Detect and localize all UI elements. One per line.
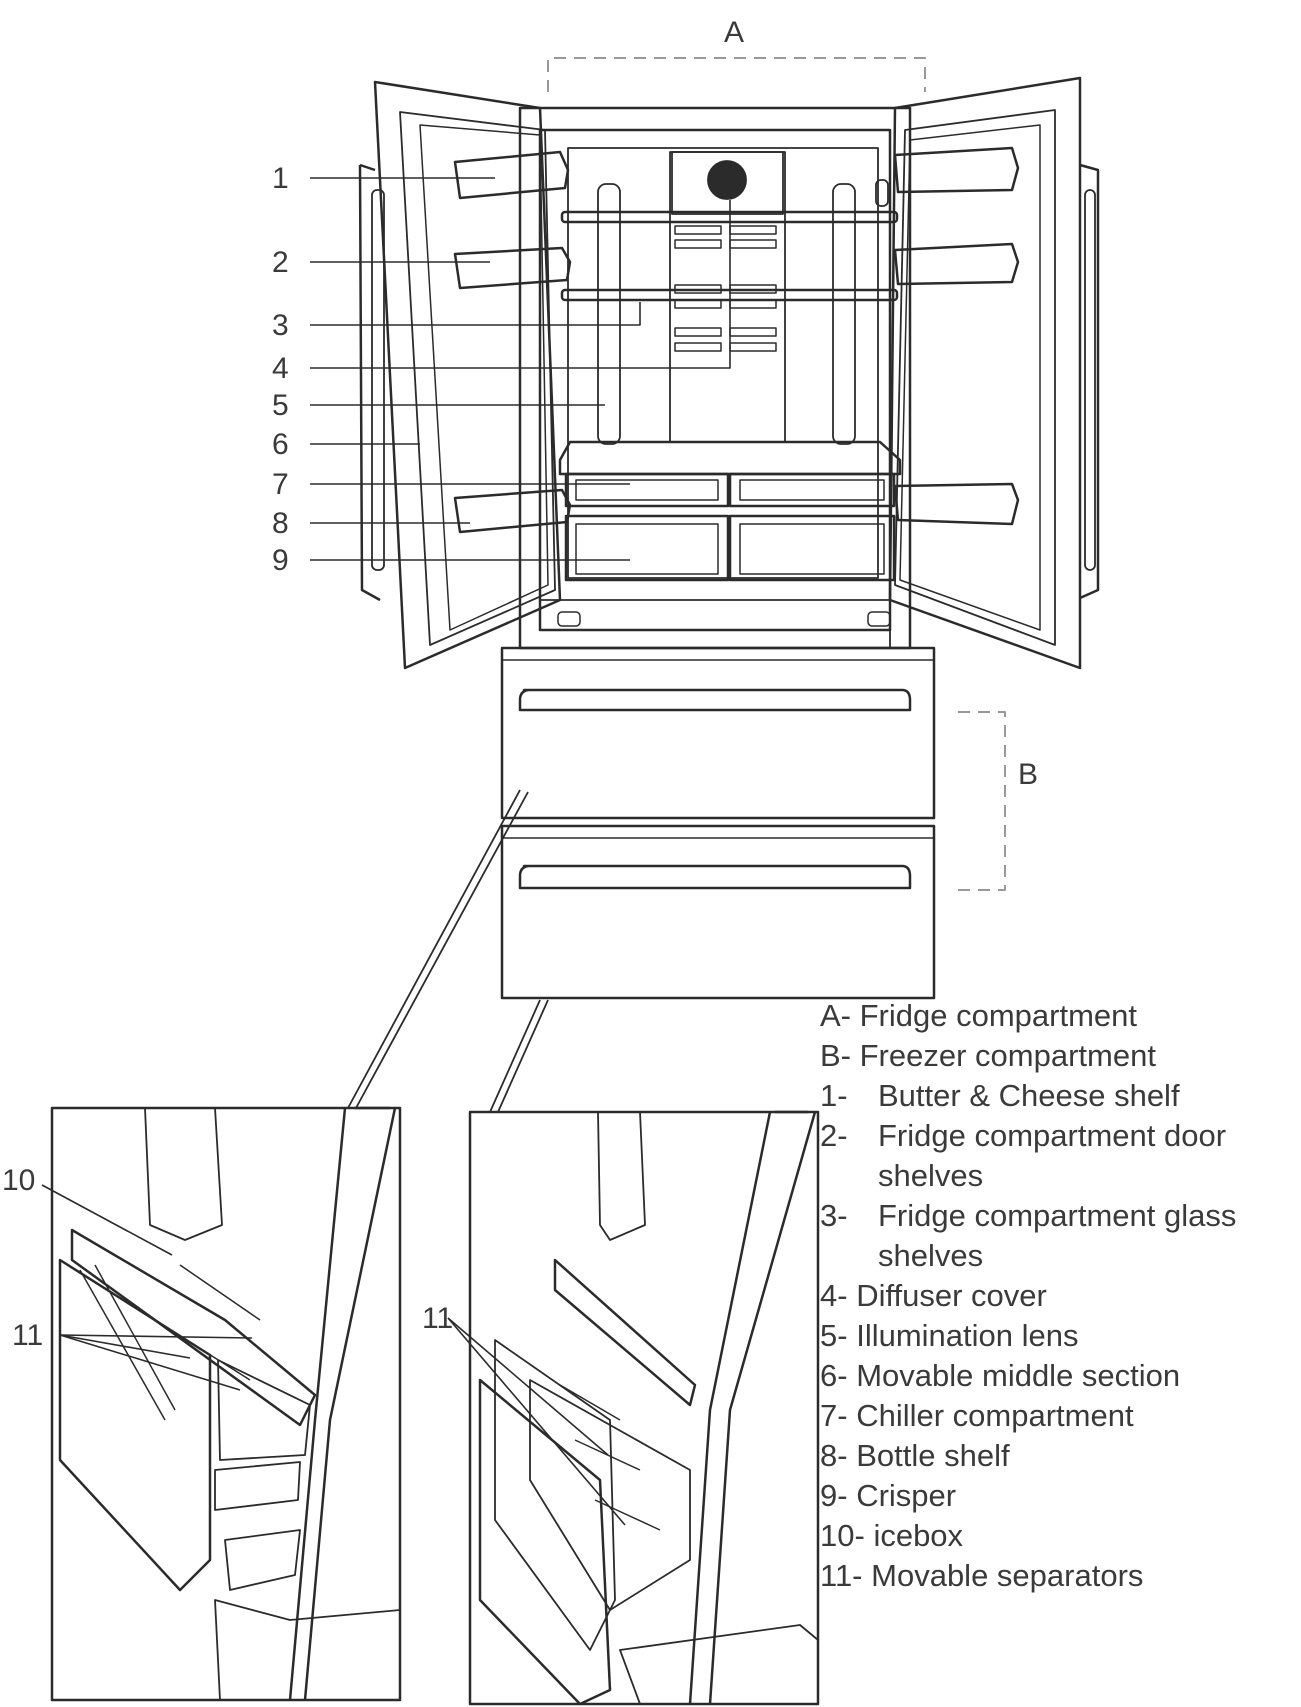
label-b: B bbox=[1018, 758, 1038, 791]
leader-lines bbox=[41, 177, 731, 1526]
label-8: 8 bbox=[272, 507, 289, 540]
legend-text: Butter & Cheese shelf bbox=[878, 1078, 1180, 1113]
legend-item-11: 11- Movable separators bbox=[820, 1556, 1290, 1596]
label-3: 3 bbox=[272, 309, 289, 342]
legend-key: 7- bbox=[820, 1398, 848, 1433]
label-11-right: 11 bbox=[422, 1302, 453, 1335]
freezer-drawers bbox=[500, 646, 936, 1000]
left-door bbox=[358, 80, 562, 670]
legend-item-6: 6- Movable middle section bbox=[820, 1356, 1290, 1396]
movable-middle-section bbox=[558, 440, 902, 476]
legend: A- Fridge compartment B- Freezer compart… bbox=[820, 996, 1290, 1596]
legend-item-5: 5- Illumination lens bbox=[820, 1316, 1290, 1356]
legend-text: icebox bbox=[873, 1518, 964, 1553]
label-2: 2 bbox=[272, 246, 289, 279]
legend-item-10: 10- icebox bbox=[820, 1516, 1290, 1556]
legend-item-a: A- Fridge compartment bbox=[820, 996, 1290, 1036]
legend-text: Illumination lens bbox=[856, 1318, 1079, 1353]
left-door-shelves bbox=[453, 150, 572, 534]
label-6: 6 bbox=[272, 428, 289, 461]
fridge-dimension-bracket bbox=[547, 57, 926, 92]
legend-text: Movable middle section bbox=[856, 1358, 1181, 1393]
legend-text: Bottle shelf bbox=[856, 1438, 1010, 1473]
legend-key: 1- bbox=[820, 1078, 848, 1113]
legend-key: B- bbox=[820, 1038, 851, 1073]
legend-key: 8- bbox=[820, 1438, 848, 1473]
legend-item-1: 1- Butter & Cheese shelf bbox=[820, 1076, 1290, 1116]
label-11-left: 11 bbox=[12, 1319, 43, 1352]
legend-key: 10- bbox=[820, 1518, 865, 1553]
legend-key: 4- bbox=[820, 1278, 848, 1313]
legend-key: 5- bbox=[820, 1318, 848, 1353]
detail-view-left bbox=[50, 1106, 402, 1702]
legend-text: Diffuser cover bbox=[856, 1278, 1047, 1313]
label-9: 9 bbox=[272, 544, 289, 577]
legend-key: 6- bbox=[820, 1358, 848, 1393]
label-10: 10 bbox=[2, 1164, 35, 1197]
freezer-dimension-bracket bbox=[958, 711, 1006, 891]
label-a: A bbox=[724, 16, 744, 49]
legend-text: Fridge compartment door shelves bbox=[878, 1118, 1227, 1193]
legend-item-3: 3- Fridge compartment glass shelves bbox=[820, 1196, 1290, 1276]
chiller-crisper-drawers bbox=[557, 472, 896, 627]
label-7: 7 bbox=[272, 468, 289, 501]
right-door bbox=[888, 76, 1100, 670]
legend-key: 9- bbox=[820, 1478, 848, 1513]
legend-item-9: 9- Crisper bbox=[820, 1476, 1290, 1516]
legend-text: Fridge compartment glass shelves bbox=[878, 1198, 1237, 1273]
legend-text: Fridge compartment bbox=[859, 998, 1138, 1033]
illumination-lens bbox=[597, 179, 889, 445]
callout-lines bbox=[347, 789, 549, 1113]
label-5: 5 bbox=[272, 389, 289, 422]
legend-text: Freezer compartment bbox=[859, 1038, 1156, 1073]
legend-key: 2- bbox=[820, 1118, 848, 1153]
label-1: 1 bbox=[272, 162, 289, 195]
legend-text: Chiller compartment bbox=[856, 1398, 1134, 1433]
legend-key: 3- bbox=[820, 1198, 848, 1233]
legend-text: Movable separators bbox=[871, 1558, 1144, 1593]
right-door-shelves bbox=[893, 146, 1020, 526]
detail-view-right bbox=[468, 1110, 820, 1706]
legend-item-8: 8- Bottle shelf bbox=[820, 1436, 1290, 1476]
legend-item-b: B- Freezer compartment bbox=[820, 1036, 1290, 1076]
legend-item-2: 2- Fridge compartment door shelves bbox=[820, 1116, 1290, 1196]
label-4: 4 bbox=[272, 352, 289, 385]
legend-key: A- bbox=[820, 998, 851, 1033]
diffuser-panel bbox=[669, 151, 786, 443]
legend-item-4: 4- Diffuser cover bbox=[820, 1276, 1290, 1316]
legend-key: 11- bbox=[820, 1558, 863, 1593]
legend-item-7: 7- Chiller compartment bbox=[820, 1396, 1290, 1436]
legend-text: Crisper bbox=[856, 1478, 957, 1513]
